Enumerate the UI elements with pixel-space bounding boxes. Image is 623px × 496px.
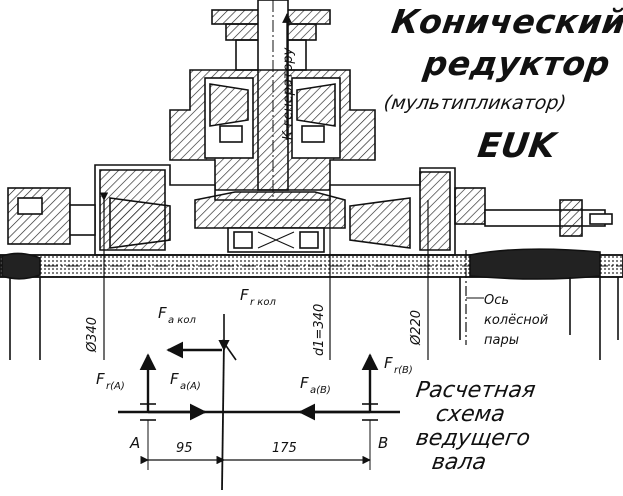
scheme-title-1: Расчетная xyxy=(414,378,538,403)
svg-text:a(A): a(A) xyxy=(180,381,201,392)
dim-95: 95 xyxy=(176,441,193,456)
scheme-title-2: схема xyxy=(434,402,507,427)
title-code: EUK xyxy=(475,126,558,166)
dimension-lines xyxy=(99,192,467,360)
force-diagram xyxy=(118,314,400,491)
title-line-3: (мультипликатор) xyxy=(382,92,568,114)
svg-text:r(B): r(B) xyxy=(394,365,413,376)
svg-text:r(A): r(A) xyxy=(106,381,125,392)
scheme-title-4: вала xyxy=(430,450,488,475)
force-label-fr-kol: F r кол xyxy=(240,286,276,308)
title-line-2: редуктор xyxy=(421,44,613,83)
to-generator-label: К генератору xyxy=(281,47,296,140)
svg-text:F: F xyxy=(170,370,179,388)
support-label-a: A xyxy=(129,434,140,452)
svg-text:r кол: r кол xyxy=(250,297,276,308)
force-label-fa-a: F a(A) xyxy=(170,370,201,392)
dim-175: 175 xyxy=(272,441,297,456)
dim-dia-left: Ø340 xyxy=(85,317,100,353)
svg-text:a(B): a(B) xyxy=(310,385,331,396)
dim-dia-right: Ø220 xyxy=(409,310,424,346)
scheme-title-3: ведущего xyxy=(414,426,532,451)
force-label-fr-a: F r(A) xyxy=(96,370,125,392)
wheel-axis-label-3: пары xyxy=(484,333,519,348)
svg-text:F: F xyxy=(384,354,393,372)
support-label-b: B xyxy=(378,434,388,452)
wheel-axis-label-1: Ось xyxy=(484,293,509,308)
wheel-axis-label-2: колёсной xyxy=(484,313,548,328)
svg-text:F: F xyxy=(158,304,167,322)
cross-section xyxy=(0,0,623,360)
svg-text:a кол: a кол xyxy=(168,315,196,326)
force-label-fr-b: F r(B) xyxy=(384,354,413,376)
dim-dia-gear: d1=340 xyxy=(312,304,327,356)
title-line-1: Конический xyxy=(389,2,623,41)
svg-text:F: F xyxy=(240,286,249,304)
force-label-fa-kol: F a кол xyxy=(158,304,196,326)
svg-text:F: F xyxy=(96,370,105,388)
force-label-fa-b: F a(B) xyxy=(300,374,331,396)
svg-text:F: F xyxy=(300,374,309,392)
